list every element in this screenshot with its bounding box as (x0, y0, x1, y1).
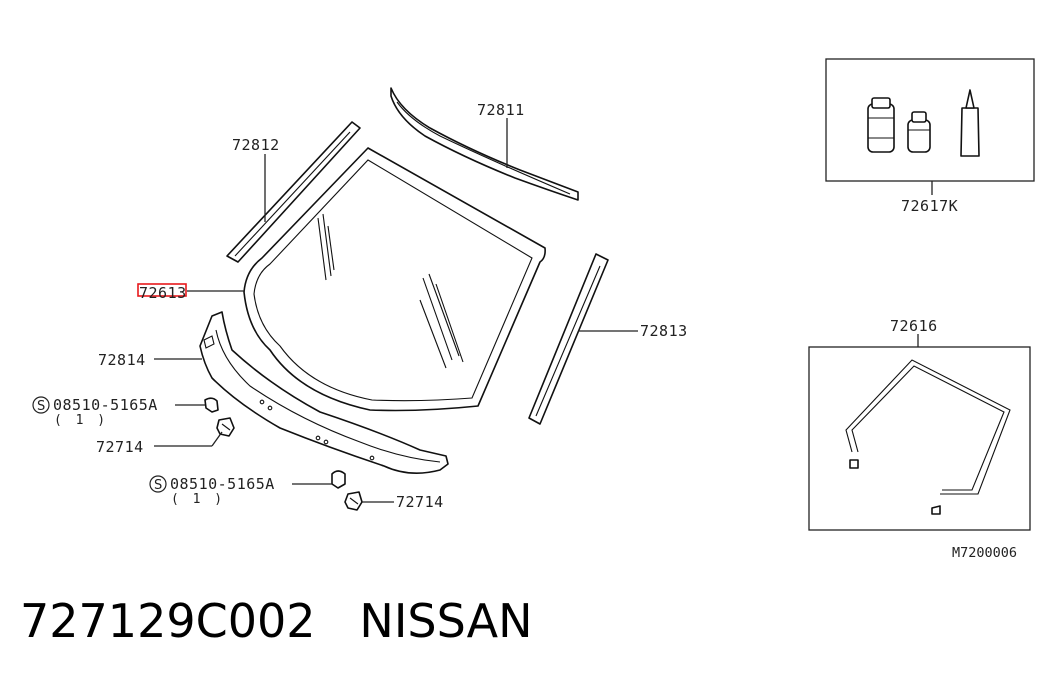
label-screw-bottom-qty: ( 1 ) (171, 492, 225, 507)
left-molding-part (226, 121, 361, 263)
label-72812: 72812 (232, 136, 280, 154)
label-72813: 72813 (640, 322, 688, 340)
label-72613[interactable]: 72613 (139, 284, 187, 302)
label-72617K: 72617K (901, 197, 958, 215)
label-screw-left-qty: ( 1 ) (54, 413, 108, 428)
brand-name: NISSAN (359, 594, 533, 648)
screw-symbol-left-text: S (37, 399, 45, 414)
screw-symbol-bottom (149, 475, 167, 493)
dam-rubber-box (808, 346, 1031, 531)
adhesive-kit-box (825, 58, 1035, 182)
part-number: 727129C002 (20, 594, 316, 648)
screw-bottom-part (331, 470, 346, 489)
screw-symbol-bottom-text: S (154, 478, 162, 493)
screw-left-part (204, 397, 219, 413)
label-72616: 72616 (890, 317, 938, 335)
label-72811: 72811 (477, 101, 525, 119)
label-72814: 72814 (98, 351, 146, 369)
label-screw-left: 08510-5165A (53, 396, 158, 414)
clip-bottom-part (344, 491, 363, 511)
label-clip-left: 72714 (96, 438, 144, 456)
highlight-box (137, 283, 187, 297)
cowl-part (199, 311, 449, 474)
label-screw-bottom: 08510-5165A (170, 475, 275, 493)
label-clip-bottom: 72714 (396, 493, 444, 511)
part-caption: 727129C002 NISSAN (20, 598, 533, 644)
leader-clip-left-2 (211, 431, 223, 447)
diagram-reference: M7200006 (952, 545, 1017, 561)
screw-symbol-left (32, 396, 50, 414)
windshield-glass-part (243, 147, 546, 412)
clip-left-part (216, 417, 235, 437)
right-molding-part (528, 253, 609, 425)
roof-molding-part (390, 87, 579, 201)
